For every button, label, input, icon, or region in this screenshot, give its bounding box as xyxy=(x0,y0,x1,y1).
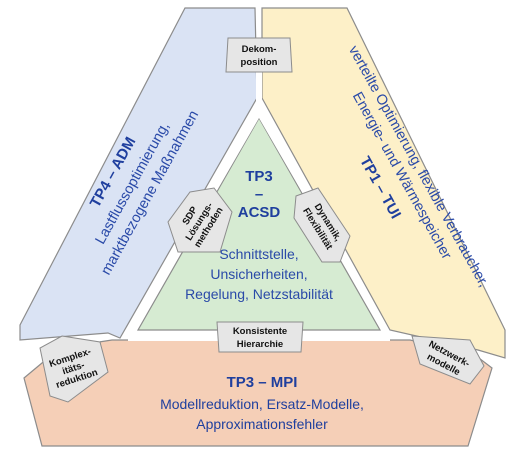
acsd-title-line3: ACSD xyxy=(238,204,281,221)
connector-sdp: SDP Lösungs- methoden xyxy=(167,187,233,253)
connector-konsistente: Konsistente Hierarchie xyxy=(216,321,304,353)
tp1-band xyxy=(261,7,506,359)
mpi-line1: Modellreduktion, Ersatz-Modelle, xyxy=(160,396,364,412)
acsd-title-line2: – xyxy=(255,186,263,203)
connector-dekomposition: Dekom- position xyxy=(225,37,293,73)
acsd-title-line1: TP3 xyxy=(245,168,273,185)
tp4-band xyxy=(19,7,258,341)
connector-komplex: Komplex- itäts- reduktion xyxy=(39,335,109,403)
acsd-line3: Regelung, Netzstabilität xyxy=(185,286,333,302)
dekomposition-line2: position xyxy=(241,57,278,68)
dekomposition-line1: Dekom- xyxy=(242,44,277,55)
mpi-title: TP3 – MPI xyxy=(227,374,298,391)
konsistente-line2: Hierarchie xyxy=(237,339,283,350)
acsd-line2: Unsicherheiten, xyxy=(210,266,307,282)
konsistente-line1: Konsistente xyxy=(233,326,287,337)
mpi-line2: Approximationsfehler xyxy=(196,416,328,432)
acsd-line1: Schnittstelle, xyxy=(219,246,298,262)
connector-netzwerk: Netzwerk- modelle xyxy=(411,335,485,385)
